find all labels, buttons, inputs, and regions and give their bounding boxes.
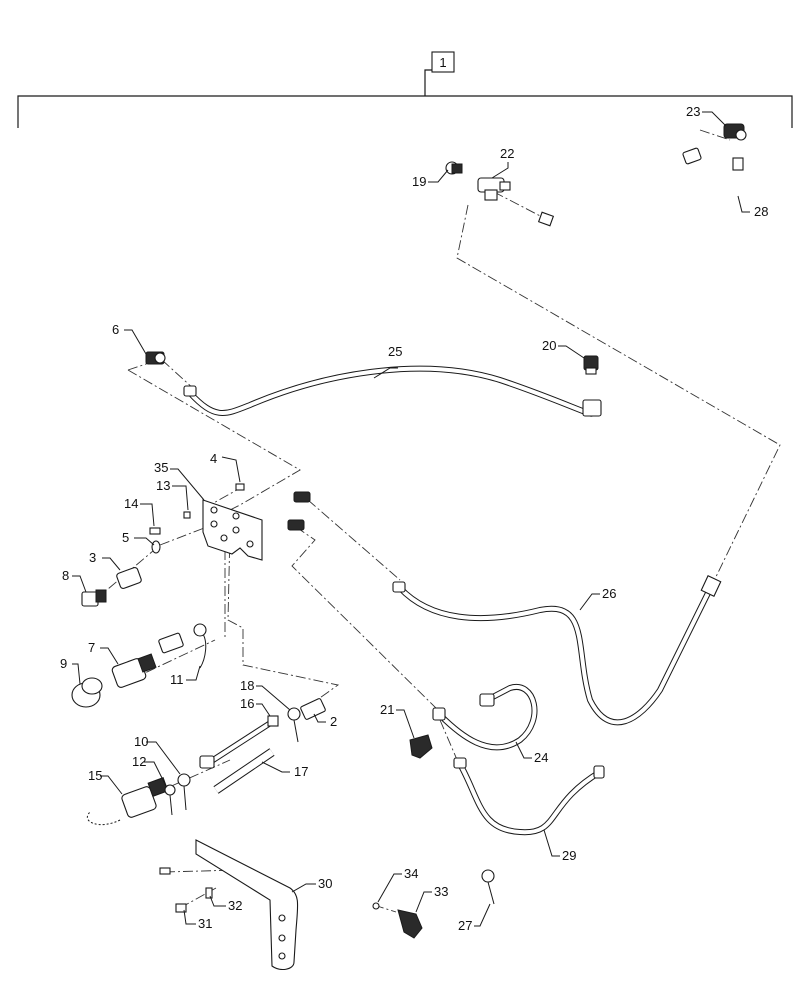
callout-35: 35: [154, 460, 168, 475]
adapter-2: [300, 698, 326, 720]
tee-fitting-22: [477, 177, 511, 201]
bracket-30: [195, 839, 299, 971]
elbow-fitting-21: [409, 734, 433, 759]
callout-12: 12: [132, 754, 146, 769]
fitting-20: [583, 355, 599, 375]
adapter-near-11: [158, 623, 207, 669]
tube-24: [432, 684, 538, 751]
adapter-3: [116, 567, 142, 589]
callout-11: 11: [170, 672, 184, 687]
assembly-bracket: 1: [17, 51, 793, 128]
tube-26: [392, 575, 722, 726]
tube-28: [531, 157, 744, 294]
callout-10: 10: [134, 734, 148, 749]
leader-lines: [72, 111, 750, 927]
callout-20: 20: [542, 338, 556, 353]
callout-23: 23: [686, 104, 700, 119]
callout-27: 27: [458, 918, 472, 933]
callout-24: 24: [534, 750, 548, 765]
callout-17: 17: [294, 764, 308, 779]
hardware-small: [149, 483, 245, 554]
fittings-near-plate: [287, 491, 311, 531]
fitting-8: [81, 589, 107, 607]
fitting-6: [145, 351, 166, 365]
bolts-31-32: [159, 867, 213, 913]
assembly-number: 1: [439, 55, 446, 70]
callout-28: 28: [754, 204, 768, 219]
callout-8: 8: [62, 568, 69, 583]
callout-26: 26: [602, 586, 616, 601]
callout-30: 30: [318, 876, 332, 891]
callout-25: 25: [388, 344, 402, 359]
mounting-plate-35: [202, 499, 263, 561]
tube-assembly-16: [199, 715, 279, 769]
callout-16: 16: [240, 696, 254, 711]
callout-9: 9: [60, 656, 67, 671]
callout-32: 32: [228, 898, 242, 913]
tube-29: [453, 757, 605, 836]
callout-6: 6: [112, 322, 119, 337]
callout-34: 34: [404, 866, 418, 881]
callout-31: 31: [198, 916, 212, 931]
callout-29: 29: [562, 848, 576, 863]
callout-33: 33: [434, 884, 448, 899]
callout-5: 5: [122, 530, 129, 545]
center-lines: [94, 129, 781, 913]
elbow-fitting-23: [723, 123, 747, 141]
rod-17: [213, 748, 275, 794]
callout-2: 2: [330, 714, 337, 729]
coupler-7: [111, 653, 157, 688]
callout-13: 13: [156, 478, 170, 493]
fitting-near-23: [682, 147, 702, 165]
retaining-loops: [164, 707, 301, 816]
coupler-15: [87, 777, 169, 825]
callout-15: 15: [88, 768, 102, 783]
callout-22: 22: [500, 146, 514, 161]
dust-cap-9: [71, 677, 103, 708]
o-ring-34: [372, 902, 380, 910]
callout-21: 21: [380, 702, 394, 717]
callout-labels: 2 3 4 5 6 7 8 9 10 11 12 13 14 15 16 17 …: [60, 104, 768, 933]
retainer-27: [481, 869, 495, 905]
callout-4: 4: [210, 451, 217, 466]
callout-19: 19: [412, 174, 426, 189]
tube-25: [183, 365, 602, 417]
elbow-fitting-33: [397, 909, 423, 939]
callout-7: 7: [88, 640, 95, 655]
callout-3: 3: [89, 550, 96, 565]
callout-18: 18: [240, 678, 254, 693]
callout-14: 14: [124, 496, 138, 511]
fitting-19: [445, 161, 463, 175]
